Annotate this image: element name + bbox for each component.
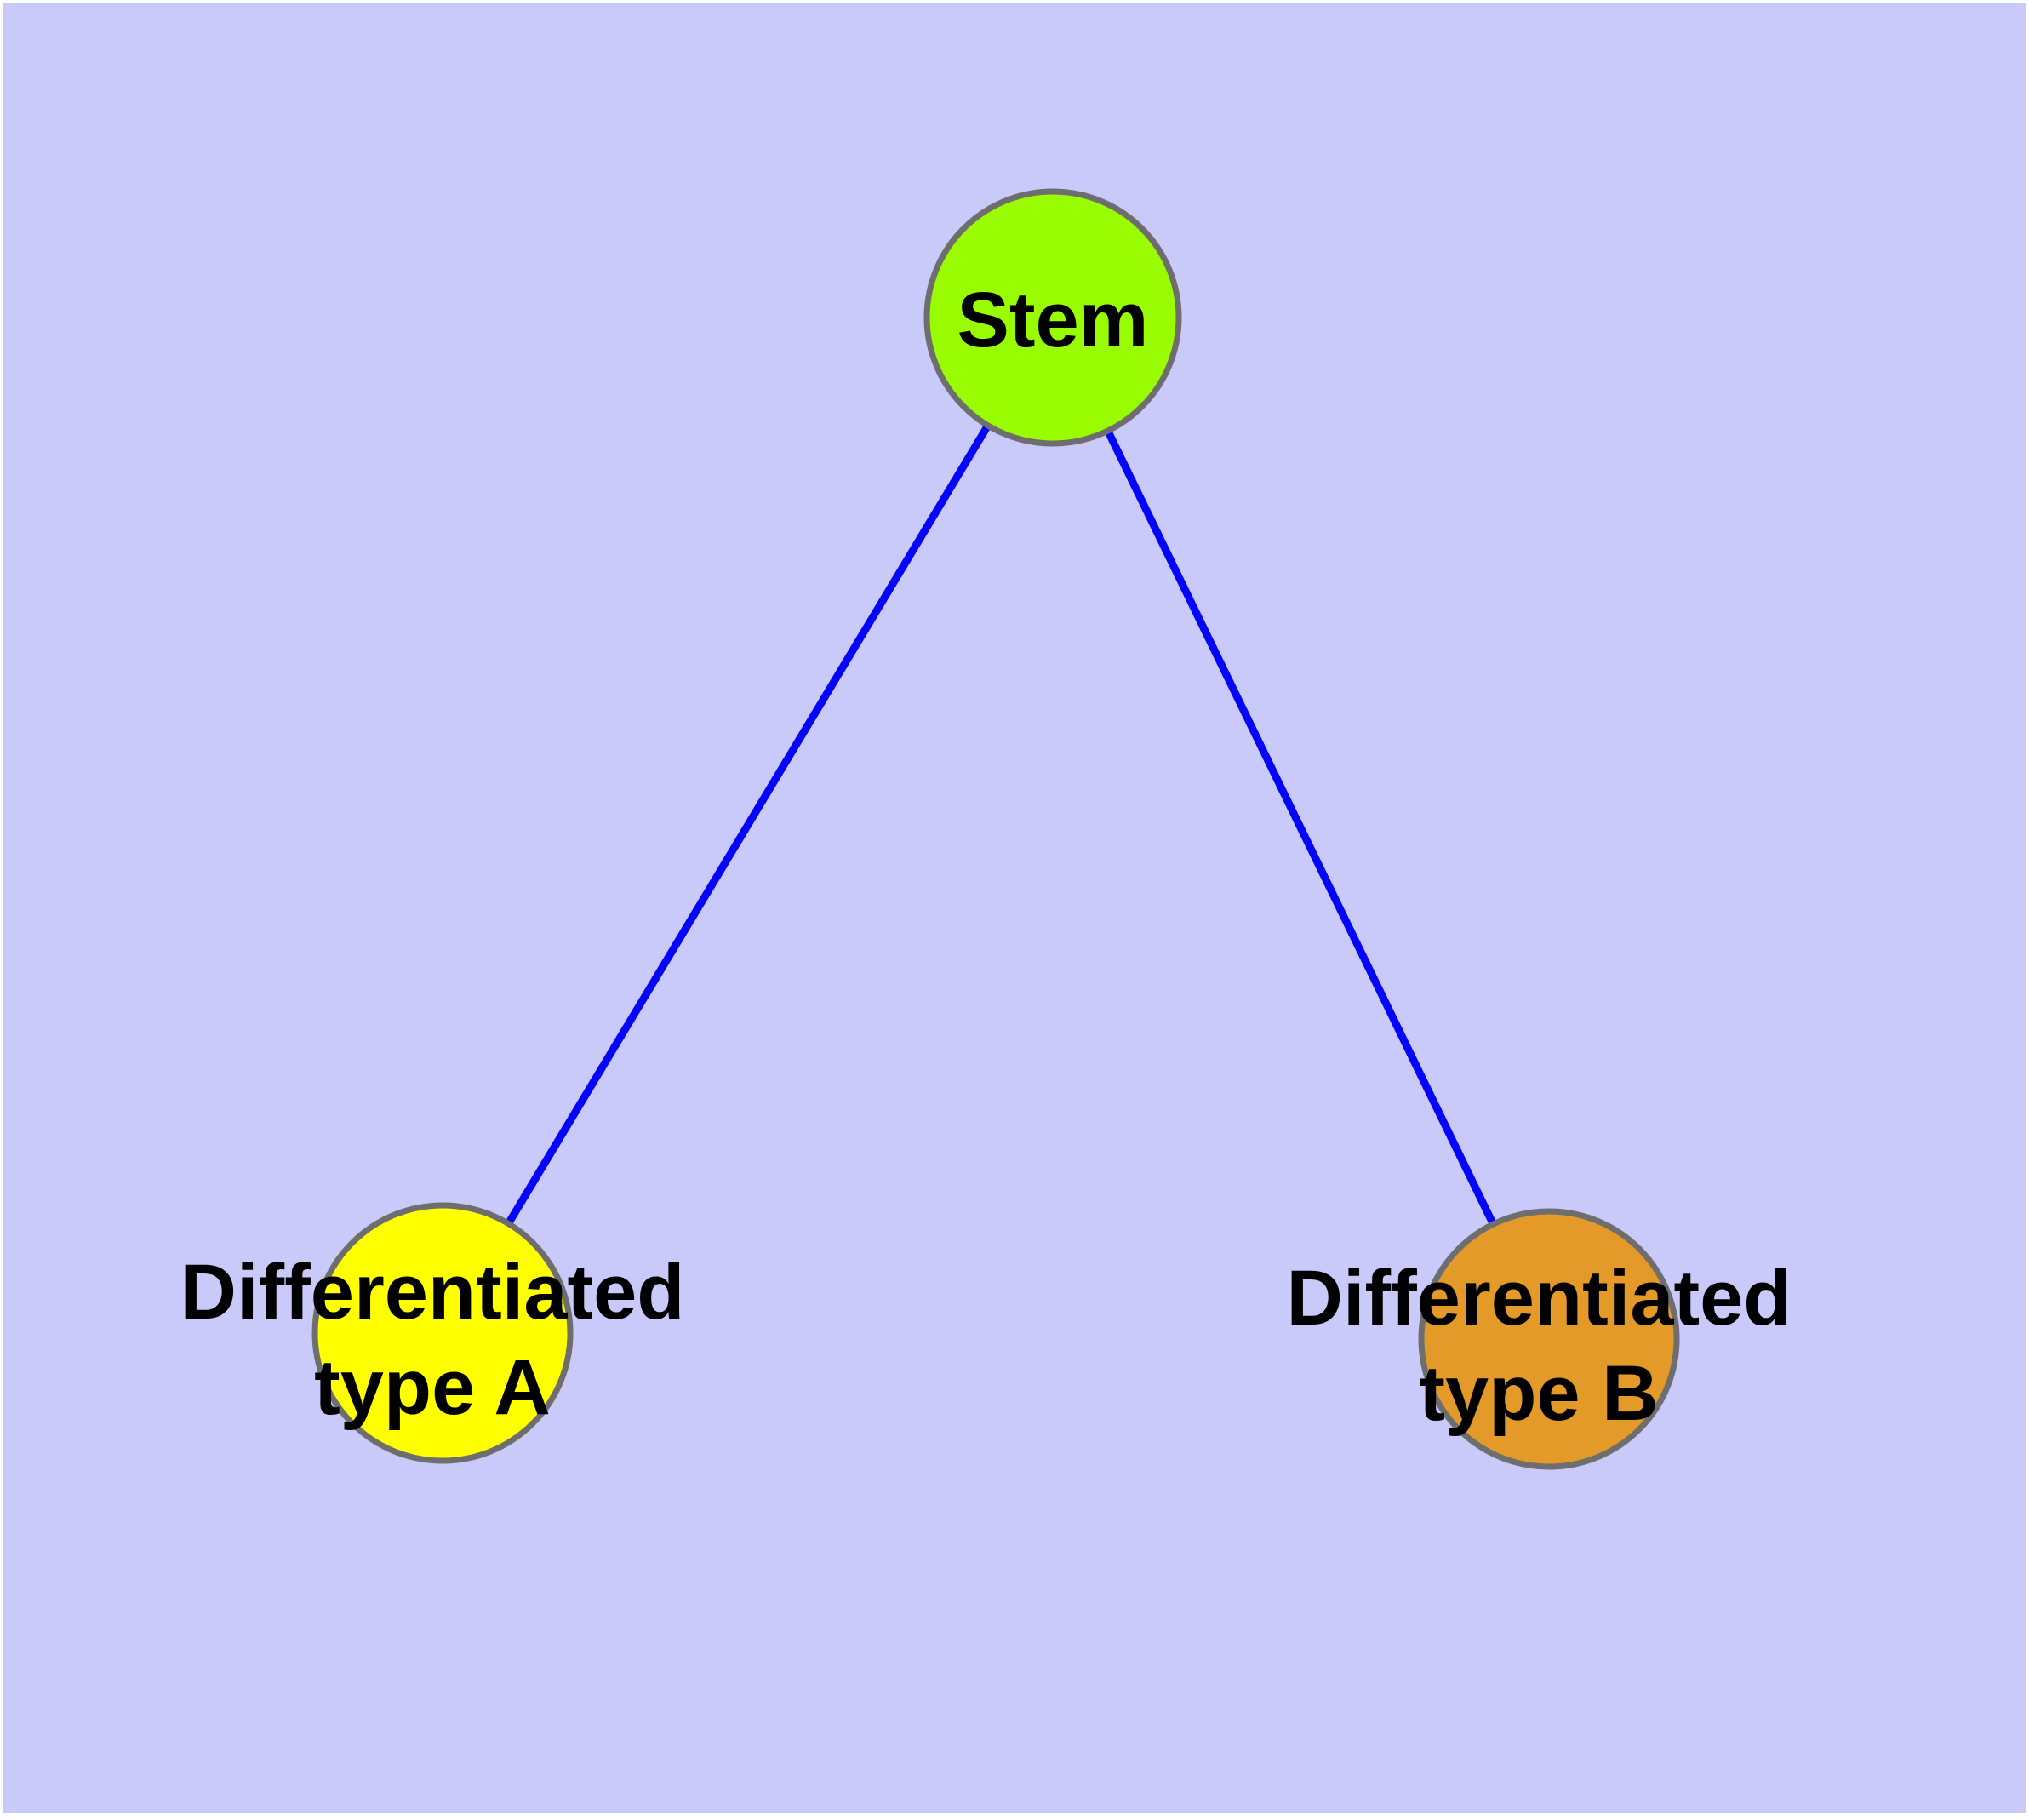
- type-a-node-label-line1: Differentiated: [180, 1249, 685, 1336]
- type-b-node-label-line1: Differentiated: [1287, 1255, 1792, 1342]
- type-a-node: [311, 1202, 574, 1464]
- type-b-node-label-line2: type B: [1419, 1350, 1658, 1437]
- stem-node: [923, 188, 1182, 447]
- edge-stem-to-type-b: [1049, 316, 1553, 1341]
- type-a-node-label-line2: type A: [314, 1344, 551, 1431]
- stem-node-label: Stem: [957, 277, 1149, 363]
- type-b-node: [1418, 1208, 1680, 1470]
- edge-stem-to-type-a: [439, 315, 1056, 1336]
